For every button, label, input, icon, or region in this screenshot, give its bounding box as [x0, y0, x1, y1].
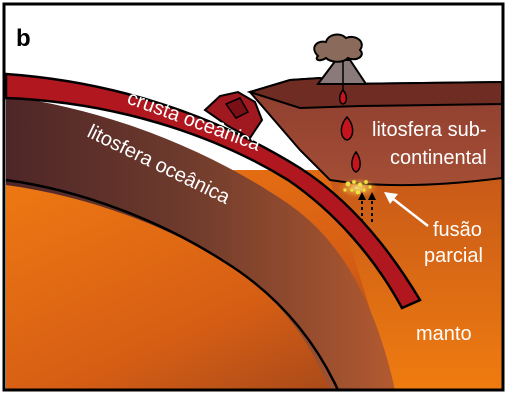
- panel-letter: b: [16, 25, 31, 52]
- label-subcontinental-line1: litosfera sub-: [372, 119, 487, 141]
- label-mantle: manto: [416, 323, 472, 345]
- label-subcontinental-line2: continental: [390, 147, 487, 169]
- label-partial-melt-line1: fusão: [433, 219, 482, 241]
- label-partial-melt-line2: parcial: [424, 245, 483, 267]
- magma-drop-1: [340, 90, 347, 104]
